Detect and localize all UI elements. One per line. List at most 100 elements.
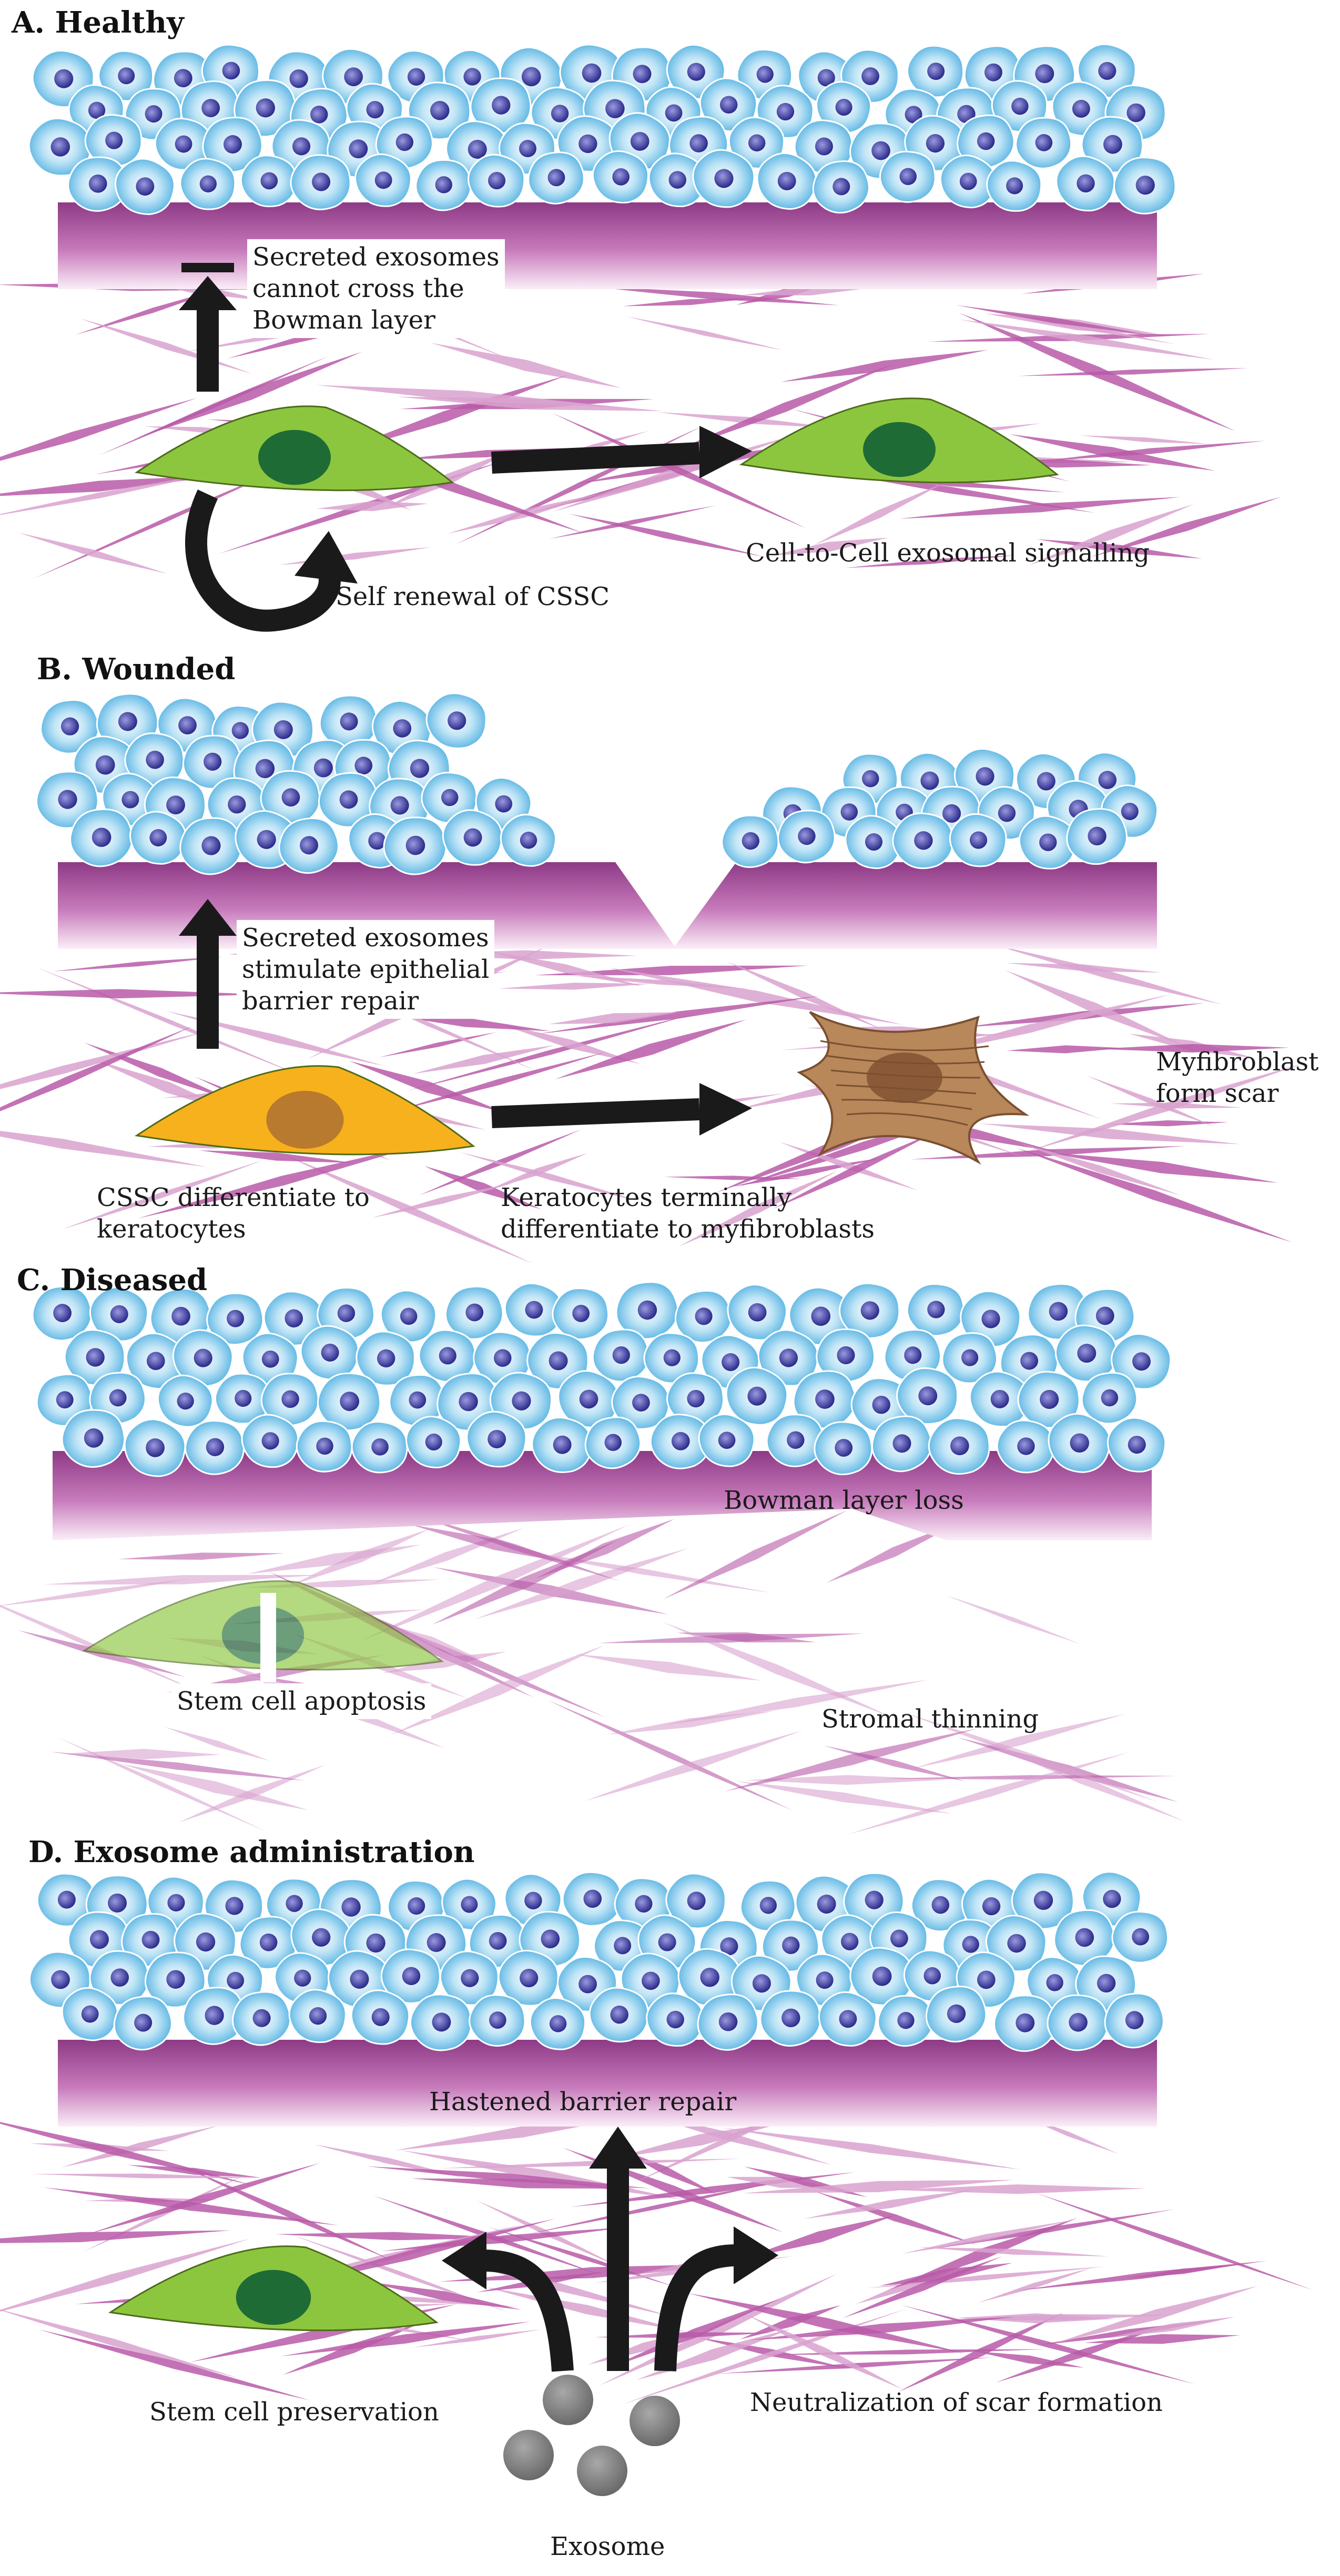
stroma-fiber (33, 459, 303, 579)
epithelial-nucleus (837, 1346, 855, 1364)
epithelial-cell (290, 1908, 352, 1967)
epithelial-nucleus (60, 717, 79, 735)
epithelial-cell (356, 1331, 415, 1386)
epithelial-cell (405, 1416, 462, 1468)
epithelial-cell (383, 816, 447, 875)
epithelial-nucleus (839, 2010, 857, 2028)
epithelial-nucleus (286, 1895, 303, 1912)
stroma-fiber (1006, 1045, 1125, 1054)
epithelial-nucleus (695, 1307, 713, 1325)
epithelial-nucleus (285, 1309, 303, 1328)
stroma-fiber (569, 514, 763, 557)
epithelial-nucleus (610, 2005, 628, 2024)
label-stem-cell-apoptosis: Stem cell apoptosis (171, 1683, 432, 1719)
epithelial-nucleus (171, 1306, 190, 1326)
epithelial-nucleus (541, 1929, 560, 1948)
stroma-fiber (770, 537, 889, 556)
epithelial-nucleus (488, 172, 506, 190)
stroma-fiber (598, 1633, 864, 1643)
epithelial-nucleus (998, 804, 1016, 822)
epithelial-cell (697, 1994, 759, 2051)
epithelial-nucleus (366, 1933, 385, 1953)
epithelial-cell (473, 1331, 532, 1385)
epithelial-nucleus (525, 1301, 543, 1319)
epithelial-nucleus (105, 131, 123, 149)
epithelial-cell (278, 817, 339, 874)
epithelial-nucleus (54, 69, 74, 88)
stroma-fiber (742, 2180, 1014, 2194)
epithelial-nucleus (463, 68, 481, 86)
stroma-fiber (372, 1183, 513, 1218)
epithelial-cell (698, 1413, 755, 1467)
epithelial-cell (906, 45, 965, 98)
epithelial-cell (179, 817, 242, 875)
epithelial-cell (300, 1325, 359, 1381)
epithelial-nucleus (990, 1389, 1009, 1408)
epithelial-nucleus (427, 1933, 446, 1952)
label-cell-signalling: Cell-to-Cell exosomal signalling (746, 538, 1150, 568)
preserved-stem-cell-nucleus (236, 2270, 311, 2325)
epithelial-nucleus (1103, 135, 1122, 154)
epithelial-nucleus (257, 830, 276, 849)
epithelial-cell (179, 158, 236, 210)
stroma-fiber (899, 497, 1181, 519)
epithelial-nucleus (959, 172, 977, 190)
epithelial-nucleus (926, 134, 945, 153)
epithelial-nucleus (777, 171, 796, 190)
epithelial-nucleus (604, 1434, 622, 1451)
epithelial-nucleus (222, 62, 240, 80)
epithelial-nucleus (194, 1348, 212, 1367)
stroma-fiber (500, 1024, 641, 1065)
epithelial-nucleus (1069, 2013, 1088, 2032)
preservation-arrow (442, 2232, 574, 2372)
epithelial-cell (389, 1374, 446, 1427)
self-renewal-arrow-shaft (185, 489, 341, 632)
stroma-fiber (281, 2321, 531, 2356)
epithelial-nucleus (1006, 177, 1023, 195)
epithelial-cell (925, 1986, 987, 2043)
panel-b-title: B. Wounded (37, 652, 236, 687)
epithelial-nucleus (255, 759, 275, 779)
epithelial-cell (470, 77, 532, 134)
stroma-fiber (43, 2187, 339, 2226)
epithelial-nucleus (92, 827, 111, 847)
stroma-fiber (978, 2268, 1091, 2303)
epithelial-nucleus (141, 1930, 160, 1949)
epithelial-nucleus (321, 1343, 339, 1362)
epithelial-nucleus (261, 1432, 279, 1450)
epithelial-nucleus (175, 135, 192, 153)
epithelial-nucleus (798, 827, 816, 845)
stroma-fiber (391, 1052, 606, 1112)
epithelial-nucleus (781, 2008, 800, 2028)
stroma-fiber (622, 298, 758, 306)
epithelial-nucleus (408, 1897, 425, 1915)
stroma-fiber (673, 363, 896, 452)
epithelial-cell (552, 1287, 610, 1340)
epithelial-nucleus (224, 135, 242, 154)
stroma-fiber (165, 1727, 270, 1761)
neutralization-arrow (654, 2226, 778, 2371)
epithelial-nucleus (962, 1936, 979, 1953)
stroma-fiber (526, 2179, 790, 2235)
stroma-fiber (664, 1680, 929, 1725)
epithelial-nucleus (146, 751, 164, 769)
epithelial-cell (36, 771, 99, 829)
epithelial-nucleus (50, 137, 70, 157)
stroma-fiber (88, 2163, 321, 2234)
epithelial-nucleus (174, 69, 192, 88)
epithelial-nucleus (521, 67, 541, 87)
epithelial-nucleus (294, 1969, 311, 1987)
epithelial-nucleus (840, 803, 858, 821)
epithelial-nucleus (1039, 833, 1057, 851)
stroma-fiber (780, 350, 988, 382)
stroma-fiber (608, 967, 904, 1025)
stroma-fiber (1015, 1148, 1293, 1243)
epithelial-cell (1111, 1910, 1169, 1964)
label-keratocytes-terminal: Keratocytes terminally differentiate to … (501, 1183, 875, 1244)
epithelial-cell (498, 1949, 559, 2007)
epithelial-nucleus (817, 69, 835, 87)
epithelial-nucleus (495, 795, 513, 813)
stroma-fiber (474, 1548, 688, 1620)
myofibroblast-stress-fiber (846, 1112, 968, 1126)
epithelial-nucleus (668, 171, 687, 189)
